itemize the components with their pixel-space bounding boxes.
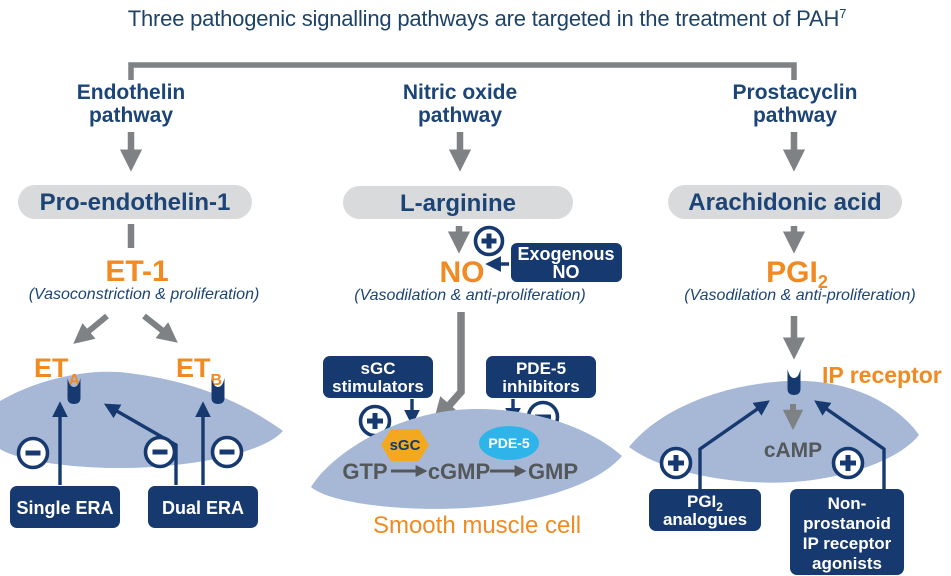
l-arginine-pill — [343, 186, 573, 219]
arachidonic-acid-label: Arachidonic acid — [688, 189, 881, 216]
dual-era-box — [148, 486, 258, 528]
endothelin-pathway-column: Endothelin pathway Pro-endothelin-1 ET-1… — [0, 81, 283, 528]
no-heading-line2: pathway — [418, 104, 502, 127]
single-era-label: Single ERA — [16, 498, 113, 518]
nonprostanoid-line2: prostanoid — [803, 514, 891, 533]
endothelin-heading-line1: Endothelin — [77, 81, 186, 104]
et1-caption: (Vasoconstriction & proliferation) — [29, 286, 260, 303]
pde5-inhibitors-line2: inhibitors — [502, 377, 579, 396]
nonprostanoid-line3: IP receptor — [803, 534, 892, 553]
pgi2-caption: (Vasodilation & anti-proliferation) — [684, 287, 916, 304]
pde5-enzyme-ellipse — [479, 426, 539, 460]
nonprostanoid-line1: Non- — [828, 494, 867, 513]
top-bracket-line — [128, 62, 797, 80]
sgc-enzyme-hexagon — [381, 429, 429, 461]
minus-circle-icon — [210, 435, 244, 469]
l-arginine-label: L-arginine — [400, 190, 516, 217]
sgc-stimulators-line2: stimulators — [332, 377, 424, 396]
ip-receptor-label: IP receptor — [822, 362, 942, 388]
minus-circle-icon — [143, 435, 177, 469]
no-label: NO — [440, 256, 485, 289]
prostacyclin-pathway-column: Prostacyclin pathway Arachidonic acid PG… — [629, 81, 942, 575]
pgi-heading-line2: pathway — [753, 104, 837, 127]
gmp-label: GMP — [528, 459, 578, 484]
dual-era-arrow-left — [103, 403, 178, 485]
pgi2-analogues-box — [649, 489, 761, 531]
eta-receptor-icon — [67, 378, 81, 404]
nitric-oxide-pathway-column: Nitric oxide pathway L-arginine NO Exoge… — [311, 81, 622, 539]
smooth-muscle-cell-label: Smooth muscle cell — [373, 512, 581, 539]
pro-endothelin-label: Pro-endothelin-1 — [40, 189, 231, 216]
no-into-cell-arrow — [432, 312, 465, 424]
pde5-enzyme-label: PDE-5 — [488, 435, 529, 451]
minus-circle-icon — [16, 436, 50, 470]
pde5-inhibitors-box — [486, 356, 596, 398]
single-era-box — [10, 486, 120, 528]
exogenous-no-box — [511, 243, 622, 282]
et1-label: ET-1 — [105, 255, 168, 288]
diagonal-arrow-icon — [73, 313, 109, 344]
dual-era-label: Dual ERA — [162, 498, 244, 518]
pgi2-label: PGI2 — [766, 256, 828, 292]
camp-label: cAMP — [764, 439, 822, 462]
exogenous-no-line1: Exogenous — [517, 244, 614, 264]
sgc-stimulators-line1: sGC — [361, 359, 396, 378]
pde5-inhibitors-line1: PDE-5 — [516, 359, 566, 378]
eta-receptor-label: ETA — [34, 353, 81, 389]
gtp-label: GTP — [342, 459, 387, 484]
plus-circle-icon — [659, 446, 693, 480]
page-title: Three pathogenic signalling pathways are… — [128, 6, 846, 31]
etb-receptor-label: ETB — [176, 353, 222, 389]
nonprostanoid-line4: agonists — [812, 554, 882, 573]
pgi2-analogues-line1: PGI2 — [687, 492, 723, 514]
etb-receptor-icon — [211, 378, 225, 404]
plus-circle-icon — [473, 225, 505, 257]
endothelin-heading-line2: pathway — [89, 104, 173, 127]
sgc-enzyme-label: sGC — [390, 437, 421, 454]
sgc-stimulators-box — [323, 356, 433, 398]
pgi-heading-line1: Prostacyclin — [733, 81, 858, 104]
diagonal-arrow-icon — [142, 313, 178, 343]
no-caption: (Vasodilation & anti-proliferation) — [354, 287, 586, 304]
title-superscript: 7 — [839, 6, 846, 21]
nonprostanoid-arrow — [814, 400, 886, 489]
arachidonic-acid-pill — [668, 185, 902, 219]
pro-endothelin-pill — [18, 185, 252, 219]
cgmp-label: cGMP — [428, 459, 490, 484]
pgi2-analogues-line2: analogues — [663, 510, 747, 529]
exogenous-no-line2: NO — [553, 262, 580, 282]
plus-circle-icon — [831, 446, 865, 480]
no-heading-line1: Nitric oxide — [403, 81, 517, 104]
nonprostanoid-box — [790, 489, 904, 575]
ip-receptor-icon — [787, 369, 801, 395]
pgi2-analogues-arrow — [698, 400, 770, 489]
